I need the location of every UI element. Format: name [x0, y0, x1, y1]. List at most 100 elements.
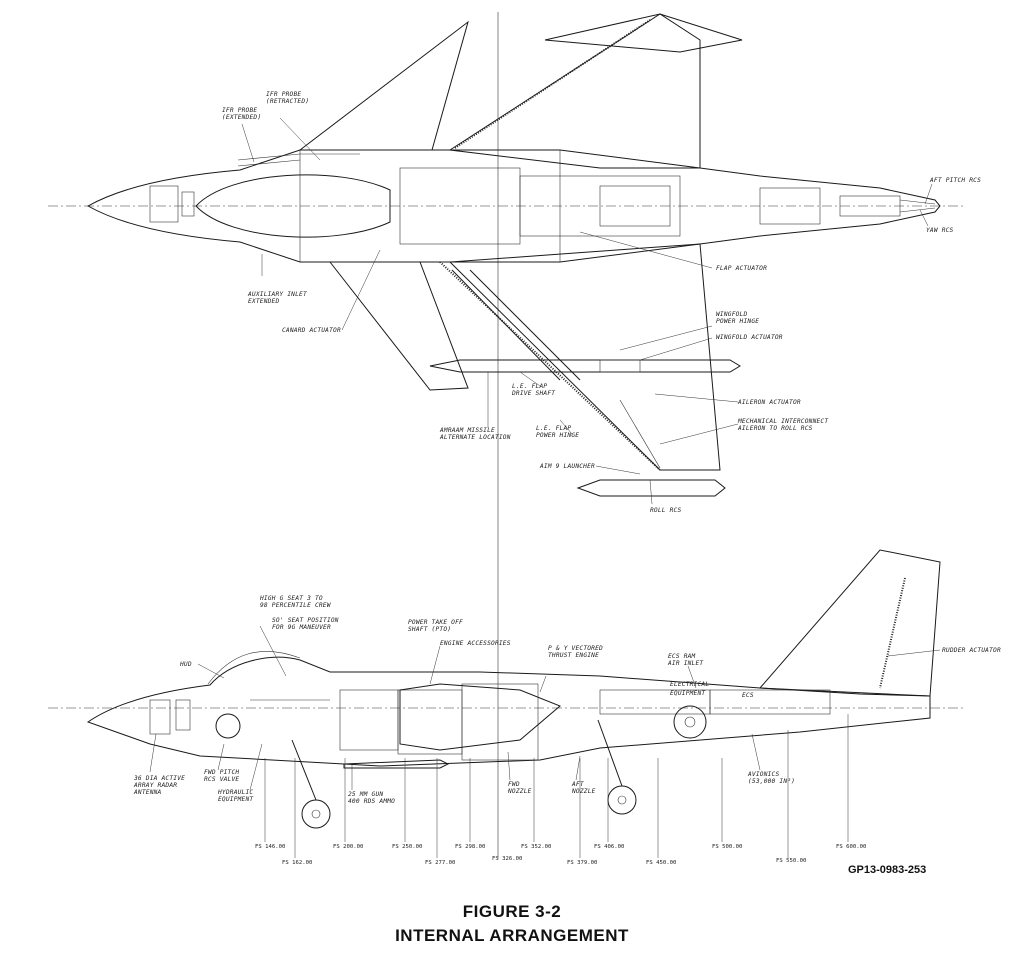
label-electrical-equipment-line-1: ELECTRICAL — [670, 681, 709, 688]
side-vertical-tail — [758, 549, 941, 697]
label-power-take-off-line-2: SHAFT (PTO) — [408, 626, 451, 633]
label-ifr-probe-extended: IFR PROBE(EXTENDED) — [222, 107, 261, 121]
label-electrical-equipment-line-2: EQUIPMENT — [670, 690, 706, 697]
fs-162: FS 162.00 — [282, 860, 312, 866]
label-yaw-rcs: YAW RCS — [926, 227, 954, 234]
label-wingfold-power-hinge-line-2: POWER HINGE — [716, 318, 759, 325]
label-fwd-pitch-rcs-line-2: RCS VALVE — [204, 776, 239, 783]
label-seat-position-line-2: FOR 9G MANEUVER — [272, 624, 331, 631]
label-gun-line-2: 400 RDS AMMO — [348, 798, 395, 805]
fs-379: FS 379.00 — [567, 860, 597, 866]
side-fuselage — [86, 656, 931, 767]
fs-277: FS 277.00 — [425, 860, 455, 866]
label-le-flap-power-hinge-line-1: L.E. FLAP — [536, 425, 571, 432]
label-le-flap-drive-shaft-line-1: L.E. FLAP — [512, 383, 547, 390]
label-ifr-probe-retracted-line-2: (RETRACTED) — [266, 98, 309, 105]
plan-wing-top — [448, 13, 701, 169]
label-mechanical-interconnect-line-2: AILERON TO ROLL RCS — [737, 425, 813, 432]
drawing-code: GP13-0983-253 — [848, 864, 927, 876]
label-hydraulic-equipment-line-2: EQUIPMENT — [218, 796, 254, 803]
plan-view — [48, 13, 966, 497]
label-high-g-seat-line-2: 98 PERCENTILE CREW — [260, 602, 332, 609]
label-vectored-engine-line-1: P & Y VECTORED — [548, 645, 603, 652]
label-aileron-actuator: AILERON ACTUATOR — [737, 399, 801, 406]
label-avionics-line-2: (53,000 IN³) — [748, 778, 795, 785]
label-le-flap-drive-shaft-line-2: DRIVE SHAFT — [511, 390, 556, 397]
label-high-g-seat-line-1: HIGH G SEAT 3 TO — [259, 595, 323, 602]
label-radar-antenna-line-2: ARRAY RADAR — [133, 782, 177, 789]
fs-250: FS 250.00 — [392, 844, 422, 850]
label-aim9-launcher: AIM 9 LAUNCHER — [539, 463, 595, 470]
label-aft-pitch-rcs: AFT PITCH RCS — [929, 177, 981, 184]
label-hud: HUD — [179, 661, 192, 668]
plan-canard-bottom — [328, 261, 469, 391]
label-hydraulic-equipment-line-1: HYDRAULIC — [217, 789, 253, 796]
label-ifr-probe-retracted: IFR PROBE(RETRACTED) — [266, 91, 309, 105]
label-avionics-line-1: AVIONICS — [747, 771, 779, 778]
label-fwd-nozzle-line-1: FWD — [508, 781, 520, 788]
label-flap-actuator: FLAP ACTUATOR — [716, 265, 767, 272]
label-engine-accessories: ENGINE ACCESSORIES — [440, 640, 511, 647]
fs-298: FS 298.00 — [455, 844, 485, 850]
label-canard-actuator: CANARD ACTUATOR — [282, 327, 341, 334]
label-fwd-nozzle-line-2: NOZZLE — [507, 788, 532, 795]
label-mechanical-interconnect-line-1: MECHANICAL INTERCONNECT — [737, 418, 829, 425]
plan-aim9 — [576, 479, 726, 497]
fs-406: FS 406.00 — [594, 844, 624, 850]
fs-500: FS 500.00 — [712, 844, 742, 850]
label-ifr-probe-extended-line-2: (EXTENDED) — [222, 114, 261, 121]
label-aft-nozzle-line-1: AFT — [571, 781, 585, 788]
side-view — [48, 549, 966, 858]
label-amraam-missile-line-2: ALTERNATE LOCATION — [439, 434, 511, 441]
fs-550: FS 550.00 — [776, 858, 806, 864]
label-aft-nozzle-line-2: NOZZLE — [571, 788, 596, 795]
label-power-take-off-line-1: POWER TAKE OFF — [408, 619, 463, 626]
label-le-flap-power-hinge-line-2: POWER HINGE — [536, 432, 579, 439]
label-auxiliary-inlet-line-1: AUXILIARY INLET — [247, 291, 308, 298]
label-amraam-missile-line-1: AMRAAM MISSILE — [439, 427, 495, 434]
fs-326: FS 326.00 — [492, 856, 522, 862]
plan-wing-bottom — [448, 243, 721, 471]
label-ifr-probe-extended-line-1: IFR PROBE — [222, 107, 257, 114]
label-auxiliary-inlet-line-2: EXTENDED — [248, 298, 279, 305]
label-wingfold-actuator: WINGFOLD ACTUATOR — [716, 334, 783, 341]
label-vectored-engine-line-2: THRUST ENGINE — [548, 652, 599, 659]
label-seat-position-line-1: SO' SEAT POSITION — [272, 617, 339, 624]
label-rudder-actuator: RUDDER ACTUATOR — [942, 647, 1001, 654]
label-ecs: ECS — [742, 692, 754, 699]
aft-wheel — [673, 705, 707, 739]
label-radar-antenna-line-1: 36 DIA ACTIVE — [133, 775, 185, 782]
fs-450: FS 450.00 — [646, 860, 676, 866]
label-fwd-pitch-rcs-line-1: FWD PITCH — [204, 769, 239, 776]
label-gun-line-1: 25 MM GUN — [348, 791, 383, 798]
label-radar-antenna-line-3: ANTENNA — [133, 789, 162, 796]
rear-gear-wheel — [607, 785, 637, 815]
figure-title: INTERNAL ARRANGEMENT — [395, 926, 629, 945]
main-gear-wheel — [301, 799, 331, 829]
plan-fuselage — [86, 149, 941, 263]
label-roll-rcs: ROLL RCS — [650, 507, 681, 514]
fs-600: FS 600.00 — [836, 844, 866, 850]
label-ifr-probe-retracted-line-1: IFR PROBE — [266, 91, 301, 98]
figure-number: FIGURE 3-2 — [462, 902, 562, 921]
label-wingfold-power-hinge-line-1: WINGFOLD — [716, 311, 747, 318]
fs-352: FS 352.00 — [521, 844, 551, 850]
